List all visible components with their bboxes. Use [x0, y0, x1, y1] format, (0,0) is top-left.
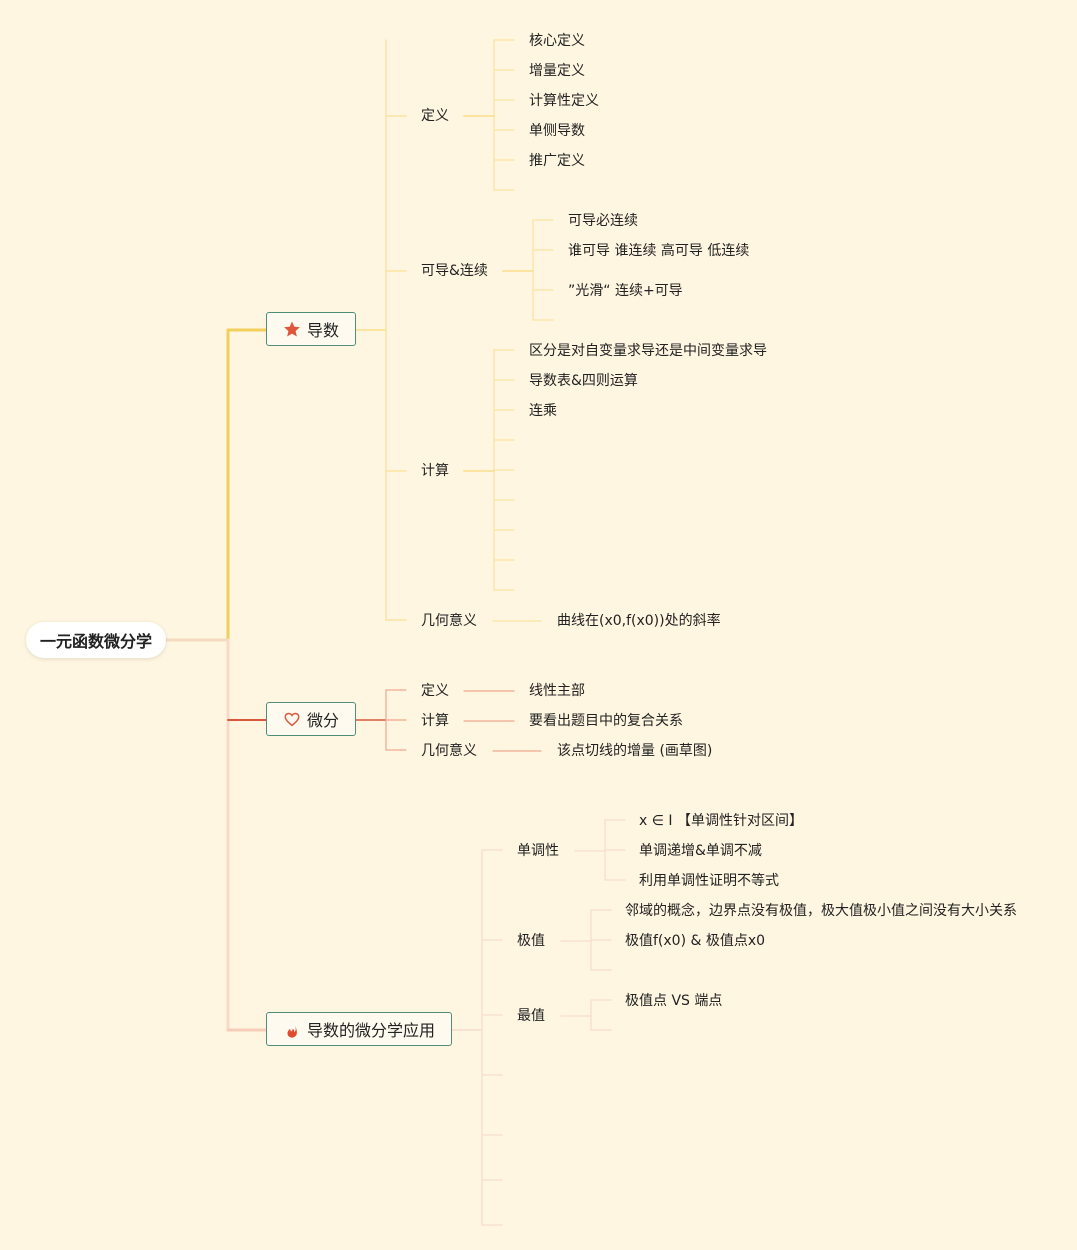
differential-definition-item[interactable]: 线性主部 — [529, 683, 585, 699]
calculation-item[interactable]: 导数表&四则运算 — [529, 373, 638, 389]
maximum-item[interactable]: 极值点 VS 端点 — [625, 993, 723, 1009]
differential-calculation[interactable]: 计算 — [421, 713, 449, 729]
branch-derivative[interactable]: 导数 — [266, 312, 356, 346]
differential-geometric-item[interactable]: 该点切线的增量 (画草图) — [557, 743, 713, 759]
continuity-item[interactable]: 可导必连续 — [568, 213, 638, 229]
monotonicity-item[interactable]: 利用单调性证明不等式 — [639, 873, 779, 889]
branch-differential-label: 微分 — [306, 711, 339, 730]
extremum-item[interactable]: 邻域的概念，边界点没有极值，极大值极小值之间没有大小关系 — [625, 903, 1017, 919]
geometric-item[interactable]: 曲线在(x0,f(x0))处的斜率 — [557, 613, 721, 629]
monotonicity-item[interactable]: x ∈ I 【单调性针对区间】 — [639, 813, 803, 829]
definition-item[interactable]: 核心定义 — [529, 33, 585, 49]
calculation-item[interactable]: 连乘 — [529, 403, 557, 419]
calculation-item[interactable]: 区分是对自变量求导还是中间变量求导 — [529, 343, 767, 359]
derivative-geometric[interactable]: 几何意义 — [421, 613, 477, 629]
branch-derivative-label: 导数 — [306, 321, 339, 340]
fire-icon — [283, 1019, 301, 1039]
branch-differential[interactable]: 微分 — [266, 702, 356, 736]
star-icon — [283, 320, 301, 338]
application-maximum[interactable]: 最值 — [517, 1008, 545, 1024]
differential-calculation-item[interactable]: 要看出题目中的复合关系 — [529, 713, 683, 729]
root-label: 一元函数微分学 — [39, 632, 152, 651]
continuity-item[interactable]: ”光滑“ 连续+可导 — [568, 283, 683, 299]
heart-icon — [283, 710, 301, 728]
differential-geometric[interactable]: 几何意义 — [421, 743, 477, 759]
derivative-calculation[interactable]: 计算 — [421, 463, 449, 479]
branch-application-label: 导数的微分学应用 — [306, 1021, 435, 1040]
differential-definition[interactable]: 定义 — [421, 683, 449, 699]
definition-item[interactable]: 计算性定义 — [529, 93, 599, 109]
application-extremum[interactable]: 极值 — [517, 933, 545, 949]
root-node[interactable]: 一元函数微分学 — [26, 622, 166, 658]
derivative-differentiable-continuous[interactable]: 可导&连续 — [421, 263, 488, 279]
extremum-item[interactable]: 极值f(x0) & 极值点x0 — [625, 933, 766, 949]
definition-item[interactable]: 推广定义 — [529, 153, 585, 169]
monotonicity-item[interactable]: 单调递增&单调不减 — [639, 843, 762, 859]
continuity-item[interactable]: 谁可导 谁连续 高可导 低连续 — [568, 243, 750, 259]
branch-application[interactable]: 导数的微分学应用 — [266, 1012, 452, 1046]
definition-item[interactable]: 单侧导数 — [529, 123, 585, 139]
application-monotonicity[interactable]: 单调性 — [517, 843, 559, 859]
definition-item[interactable]: 增量定义 — [529, 63, 585, 79]
derivative-definition[interactable]: 定义 — [421, 108, 449, 124]
